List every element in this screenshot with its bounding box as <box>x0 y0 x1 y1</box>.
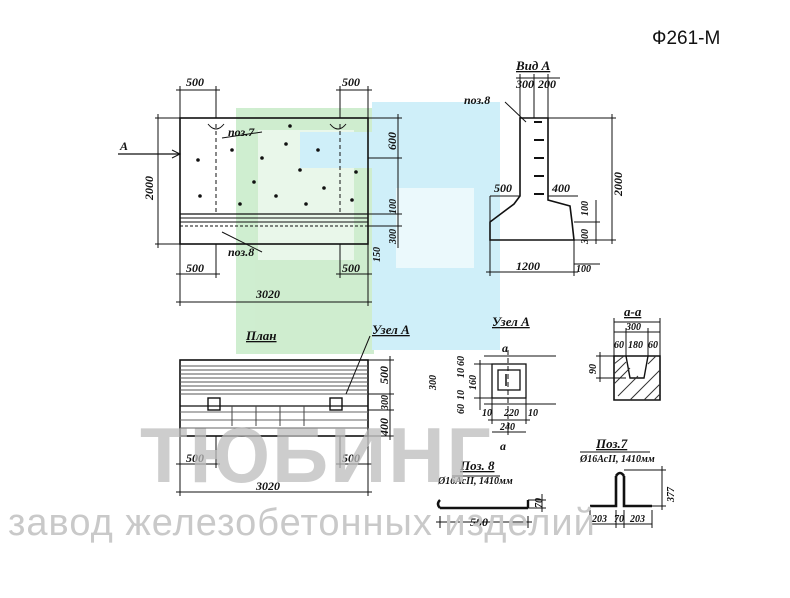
side-dim-1200: 1200 <box>516 259 540 273</box>
side-title: Вид А <box>515 58 551 73</box>
front-dim-100: 100 <box>388 199 399 214</box>
plan-dim-right: 500 <box>342 451 360 465</box>
front-dim-right-bottom: 500 <box>342 261 360 275</box>
section-dim-60a: 60 <box>614 340 624 351</box>
node-h-220: 220 <box>503 408 519 419</box>
section-title: а-а <box>624 304 642 319</box>
side-dim-200: 200 <box>537 77 556 91</box>
front-panel-outline <box>179 117 369 245</box>
watermark-brand: ТЮБИНГ <box>140 411 493 499</box>
node-h-10a: 10 <box>482 408 492 419</box>
front-dim-width: 3020 <box>255 287 280 301</box>
watermark-tagline: завод железобетонных изделий <box>8 502 596 544</box>
node-v-10b: 10 <box>456 390 467 400</box>
side-dim-300b: 300 <box>580 229 591 245</box>
side-dim-400: 400 <box>551 181 570 195</box>
section-dim-60b: 60 <box>648 340 658 351</box>
front-dim-height: 2000 <box>142 176 156 201</box>
front-dim-left-bottom: 500 <box>186 261 204 275</box>
plan-dim-300: 300 <box>380 395 391 411</box>
node-section-mark: а <box>502 341 508 355</box>
plan-dim-left: 500 <box>186 451 204 465</box>
front-arrow-label: А <box>119 139 128 153</box>
section-dim-90: 90 <box>588 364 599 374</box>
node-section-mark-b: а <box>500 439 506 453</box>
plan-view <box>176 335 394 496</box>
plan-dim-400: 400 <box>377 418 391 437</box>
logo-watermark <box>236 102 500 354</box>
front-view <box>118 86 402 306</box>
side-pos8-label: поз.8 <box>464 93 490 107</box>
section-a-a <box>596 318 661 401</box>
front-pos7-label: поз.7 <box>228 125 255 139</box>
front-dim-right-top: 500 <box>342 75 360 89</box>
side-dim-100b: 100 <box>576 264 591 275</box>
section-profile <box>613 355 661 401</box>
node-title: Узел А <box>492 314 530 329</box>
node-a-detail <box>474 350 556 438</box>
front-dim-600: 600 <box>385 132 399 150</box>
node-v-10a: 10 <box>456 368 467 378</box>
section-dim-180: 180 <box>628 340 643 351</box>
node-v-60a: 60 <box>456 356 467 366</box>
plan-title: План <box>245 328 277 343</box>
node-h-10b: 10 <box>528 408 538 419</box>
node-v-60b: 60 <box>456 404 467 414</box>
side-dim-500: 500 <box>494 181 512 195</box>
node-v-300: 300 <box>428 375 439 391</box>
section-dim-300: 300 <box>625 322 641 333</box>
plan-dim-width: 3020 <box>255 479 280 493</box>
pos8-title: Поз. 8 <box>459 458 495 473</box>
plan-dim-500: 500 <box>377 366 391 384</box>
front-pos8-label: поз.8 <box>228 245 254 259</box>
side-dim-300: 300 <box>515 77 534 91</box>
pos7-title: Поз.7 <box>595 436 628 451</box>
pos7-dim-203a: 203 <box>591 514 607 525</box>
pos7-dim-70: 70 <box>614 514 624 525</box>
plan-node-label: Узел А <box>372 322 410 337</box>
side-view <box>486 74 616 276</box>
side-profile <box>489 117 575 241</box>
pos7-bar <box>580 451 666 528</box>
front-dim-left-top: 500 <box>186 75 204 89</box>
front-dim-300: 300 <box>388 229 399 245</box>
pos8-spec: Ø16АсII, 1410мм <box>437 476 513 487</box>
node-v-160: 160 <box>468 375 479 390</box>
pos7-spec: Ø16АсII, 1410мм <box>579 454 655 465</box>
side-dim-100: 100 <box>580 201 591 216</box>
plan-outline <box>179 359 369 437</box>
pos8-dim-70: 70 <box>534 498 545 508</box>
side-dim-2000: 2000 <box>611 172 625 197</box>
pos8-dim-580: 580 <box>470 515 488 529</box>
front-panel-dots <box>196 124 358 206</box>
node-h-240: 240 <box>499 422 515 433</box>
front-dim-150: 150 <box>372 247 383 262</box>
pos7-dim-377: 377 <box>666 486 677 503</box>
drawing-code: Ф261-М <box>652 28 721 49</box>
pos8-bar <box>436 475 546 528</box>
pos7-dim-203b: 203 <box>629 514 645 525</box>
